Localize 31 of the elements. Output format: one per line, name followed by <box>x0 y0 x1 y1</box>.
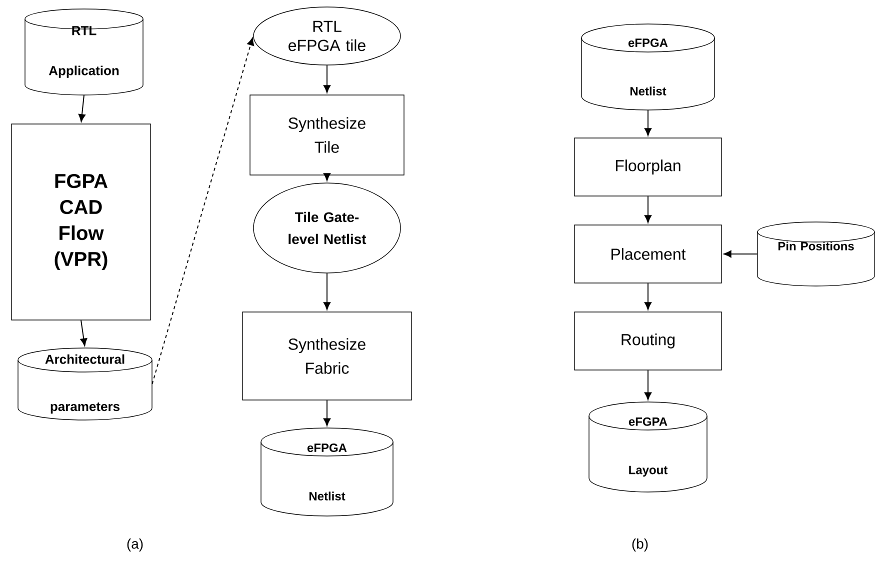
arrow <box>724 250 758 258</box>
arrow <box>323 272 331 310</box>
dashed-arrow <box>152 38 254 384</box>
process-box: Routing <box>574 312 722 370</box>
arrow <box>80 320 88 346</box>
arrow <box>644 110 652 136</box>
process-box: FGPA CAD Flow (VPR) <box>11 124 151 320</box>
node-label: Pin Positions <box>778 242 854 250</box>
node-label: Layout <box>629 466 668 477</box>
data-cylinder: Architectural parameters <box>18 348 152 420</box>
data-cylinder: eFGPA Layout <box>588 402 708 492</box>
data-cylinder: eFPGA Netlist <box>260 428 394 516</box>
arrow <box>323 173 331 181</box>
process-box: Synthesize Tile <box>250 94 404 176</box>
arrow <box>78 94 86 122</box>
arrow <box>323 64 331 93</box>
arrow <box>644 370 652 400</box>
process-box: Floorplan <box>574 138 722 196</box>
panel-label: (b) <box>632 538 648 552</box>
process-box: Placement <box>574 224 722 284</box>
data-cylinder: eFPGA Netlist <box>581 24 715 110</box>
data-cylinder: Pin Positions <box>757 222 875 286</box>
arrow <box>323 400 331 426</box>
node-label: Application <box>48 66 119 78</box>
node-label: parameters <box>50 402 120 414</box>
process-box: Synthesize Fabric <box>242 312 412 400</box>
node-label: Netlist <box>630 86 666 96</box>
arrow <box>644 282 652 310</box>
panel-label: (a) <box>127 538 143 552</box>
node-label: Netlist <box>309 492 346 500</box>
arrow <box>644 196 652 223</box>
